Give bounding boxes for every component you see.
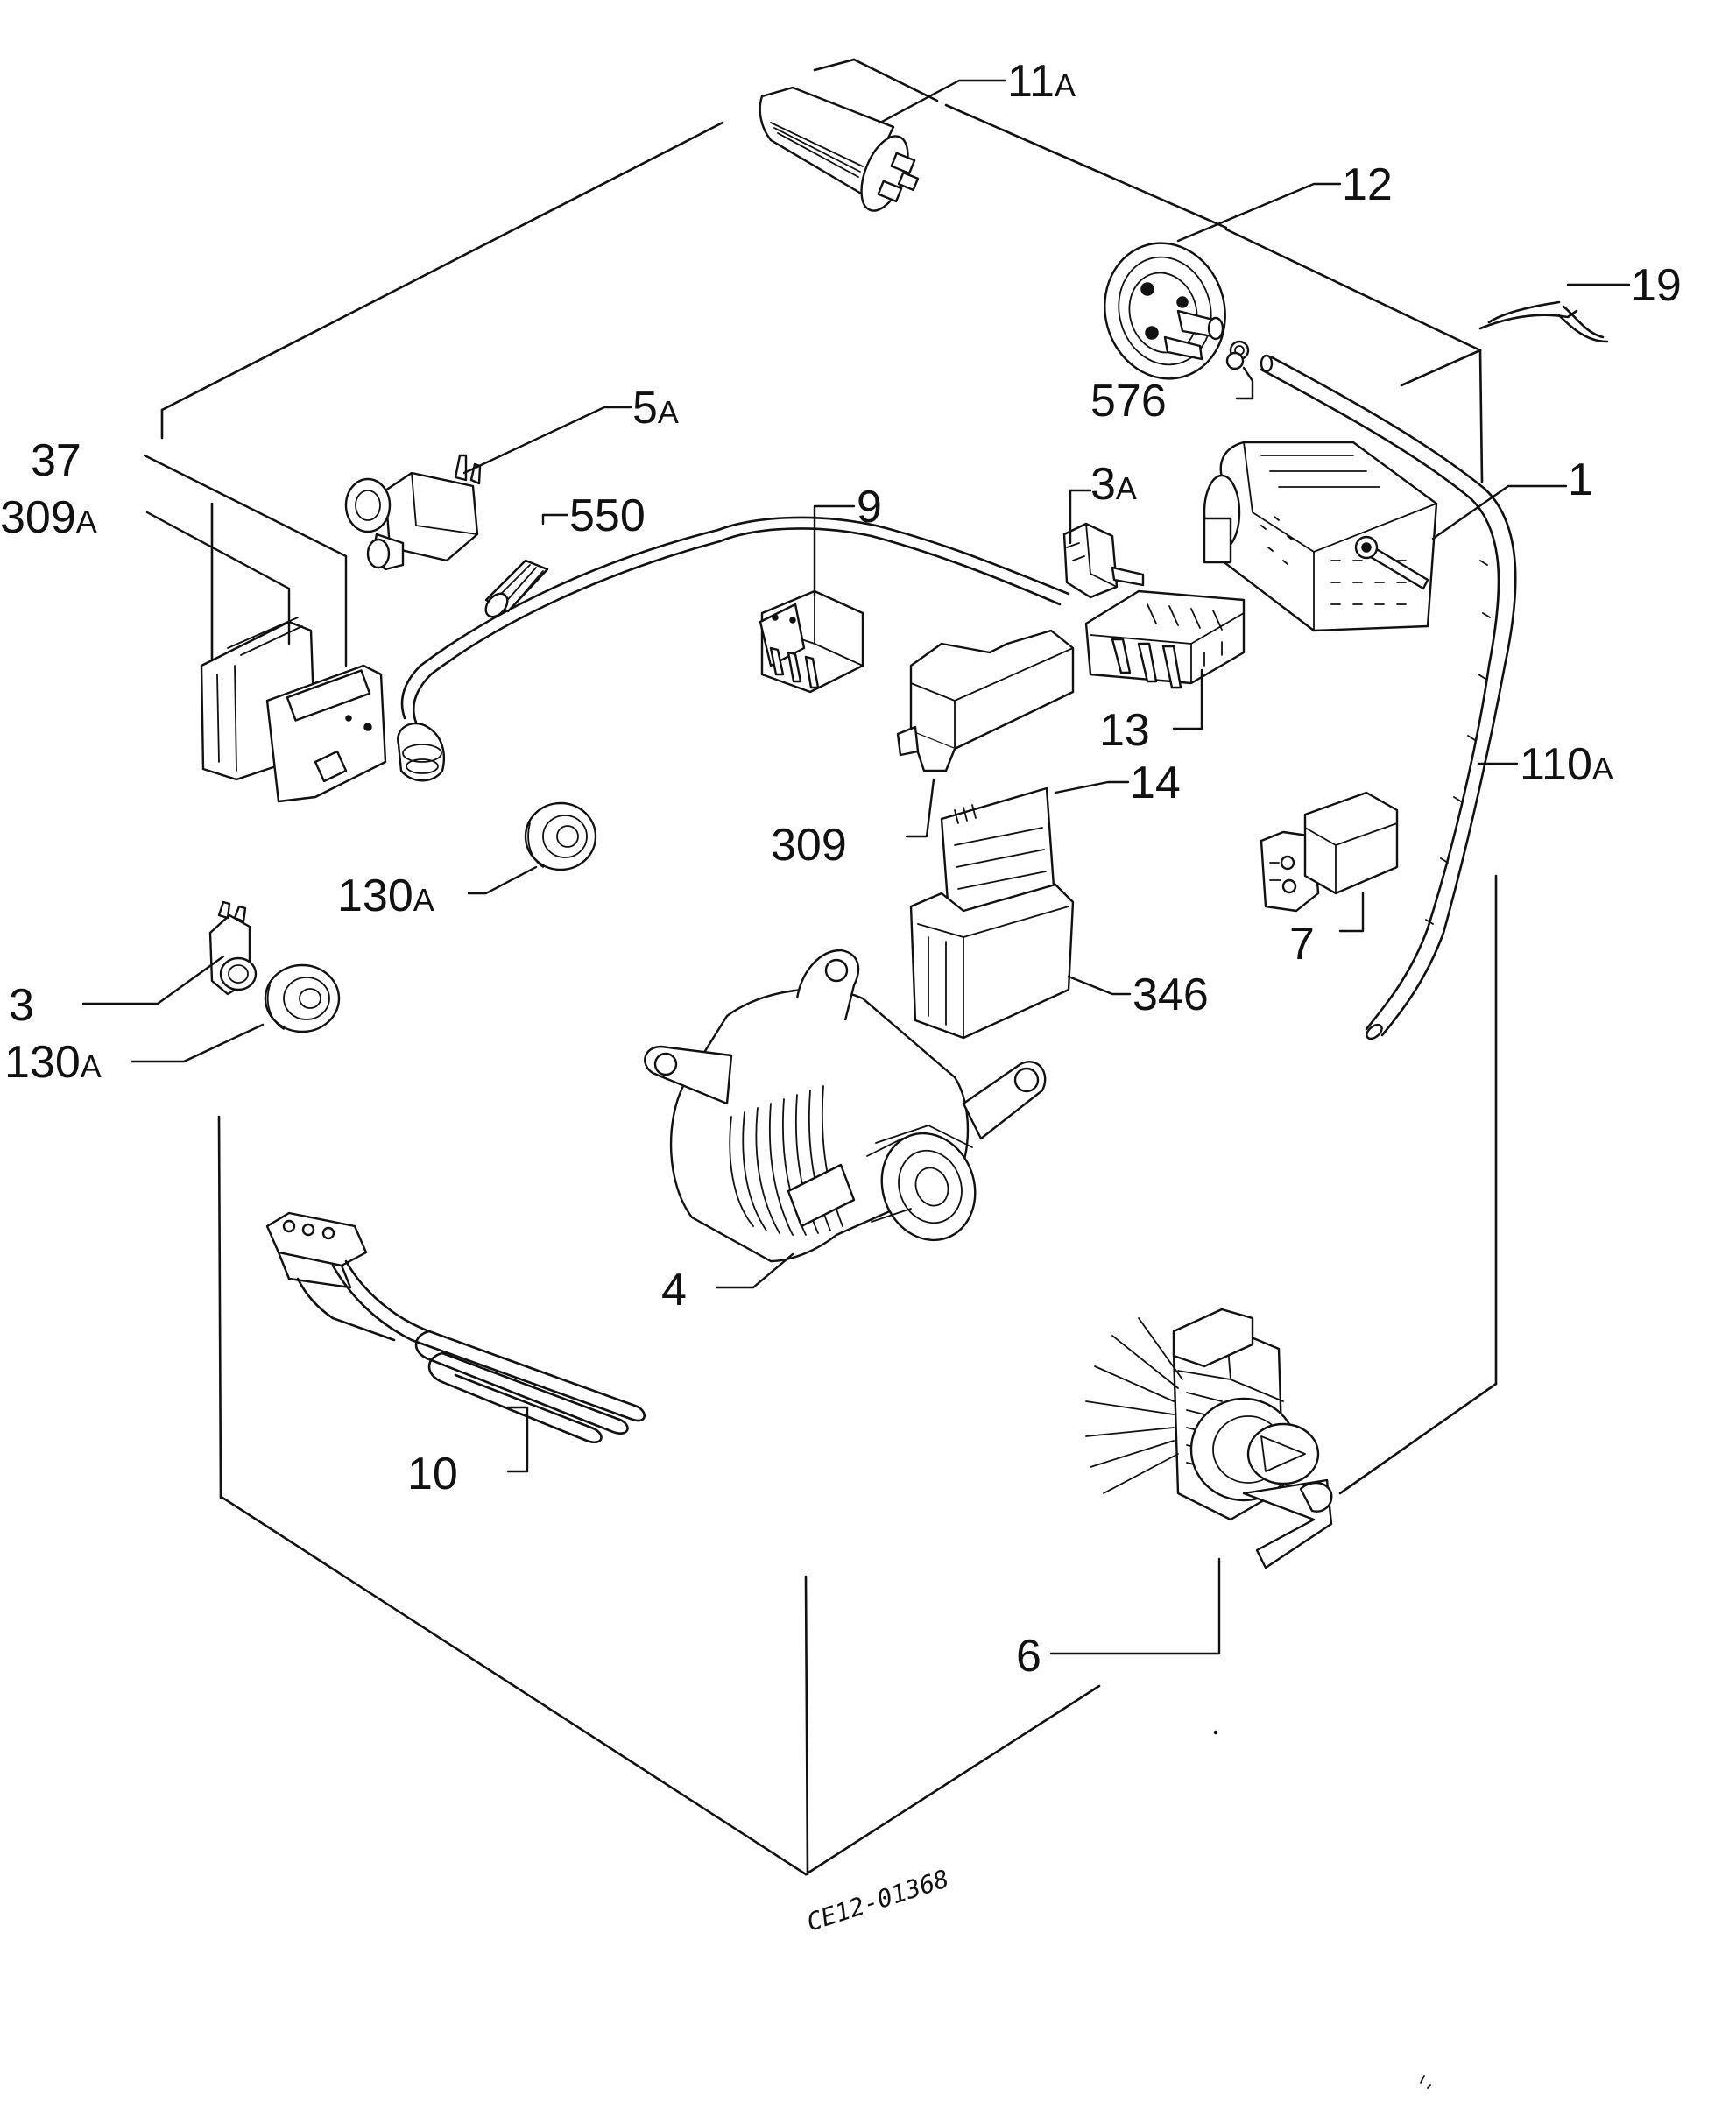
drain-pump-6 <box>1085 1308 1333 1569</box>
label-6: 6 <box>1016 1631 1041 1682</box>
motor-4 <box>644 949 1047 1263</box>
label-9: 9 <box>857 482 882 533</box>
label-10: 10 <box>407 1449 458 1499</box>
control-module-37 <box>265 664 387 803</box>
label-12: 12 <box>1342 159 1393 210</box>
label-11a: 11A <box>1007 56 1076 107</box>
label-576: 576 <box>1090 376 1167 427</box>
part-labels: 11A 12 19 576 5A 37 309A 550 9 3A 1 13 1… <box>0 56 1682 1682</box>
box-346 <box>909 883 1075 1040</box>
valve-5a <box>344 454 482 571</box>
label-19: 19 <box>1631 260 1682 311</box>
label-4: 4 <box>661 1265 687 1316</box>
relay-9 <box>759 589 864 694</box>
label-1: 1 <box>1568 455 1593 505</box>
programmer-1 <box>1203 441 1438 632</box>
switch-block-13 <box>1084 589 1246 689</box>
label-5a: 5A <box>632 383 679 434</box>
capacitor-11a <box>759 86 920 212</box>
switch-3a <box>1062 522 1145 599</box>
label-3: 3 <box>9 980 34 1031</box>
stray-marks <box>1213 1730 1431 2089</box>
door-lock-7 <box>1260 791 1399 913</box>
label-309: 309 <box>771 820 847 871</box>
filter-550 <box>484 559 549 618</box>
wiring-harness <box>397 516 1070 782</box>
label-130a-upper: 130A <box>337 871 434 921</box>
label-13: 13 <box>1099 705 1150 756</box>
grommet-130a-lower <box>264 963 341 1033</box>
cover-309 <box>896 629 1075 772</box>
label-3a: 3A <box>1090 459 1137 510</box>
hose-110a <box>1260 354 1517 1040</box>
label-309a: 309A <box>0 492 97 543</box>
nut-576 <box>1225 340 1250 370</box>
pressure-switch-12 <box>1104 242 1226 380</box>
thermostat-3 <box>208 900 258 996</box>
label-37: 37 <box>31 435 81 486</box>
label-7: 7 <box>1289 919 1315 970</box>
drawing-code: CE12-01368 <box>803 1864 953 1936</box>
leader-lines <box>81 79 1631 1655</box>
label-14: 14 <box>1130 758 1181 808</box>
grommet-130a-upper <box>524 801 597 871</box>
clip-19 <box>1478 300 1609 343</box>
label-346: 346 <box>1133 970 1209 1020</box>
label-550: 550 <box>569 490 646 541</box>
heating-element-10 <box>265 1211 646 1443</box>
label-110a: 110A <box>1520 739 1613 790</box>
label-130a-lower: 130A <box>4 1037 102 1088</box>
